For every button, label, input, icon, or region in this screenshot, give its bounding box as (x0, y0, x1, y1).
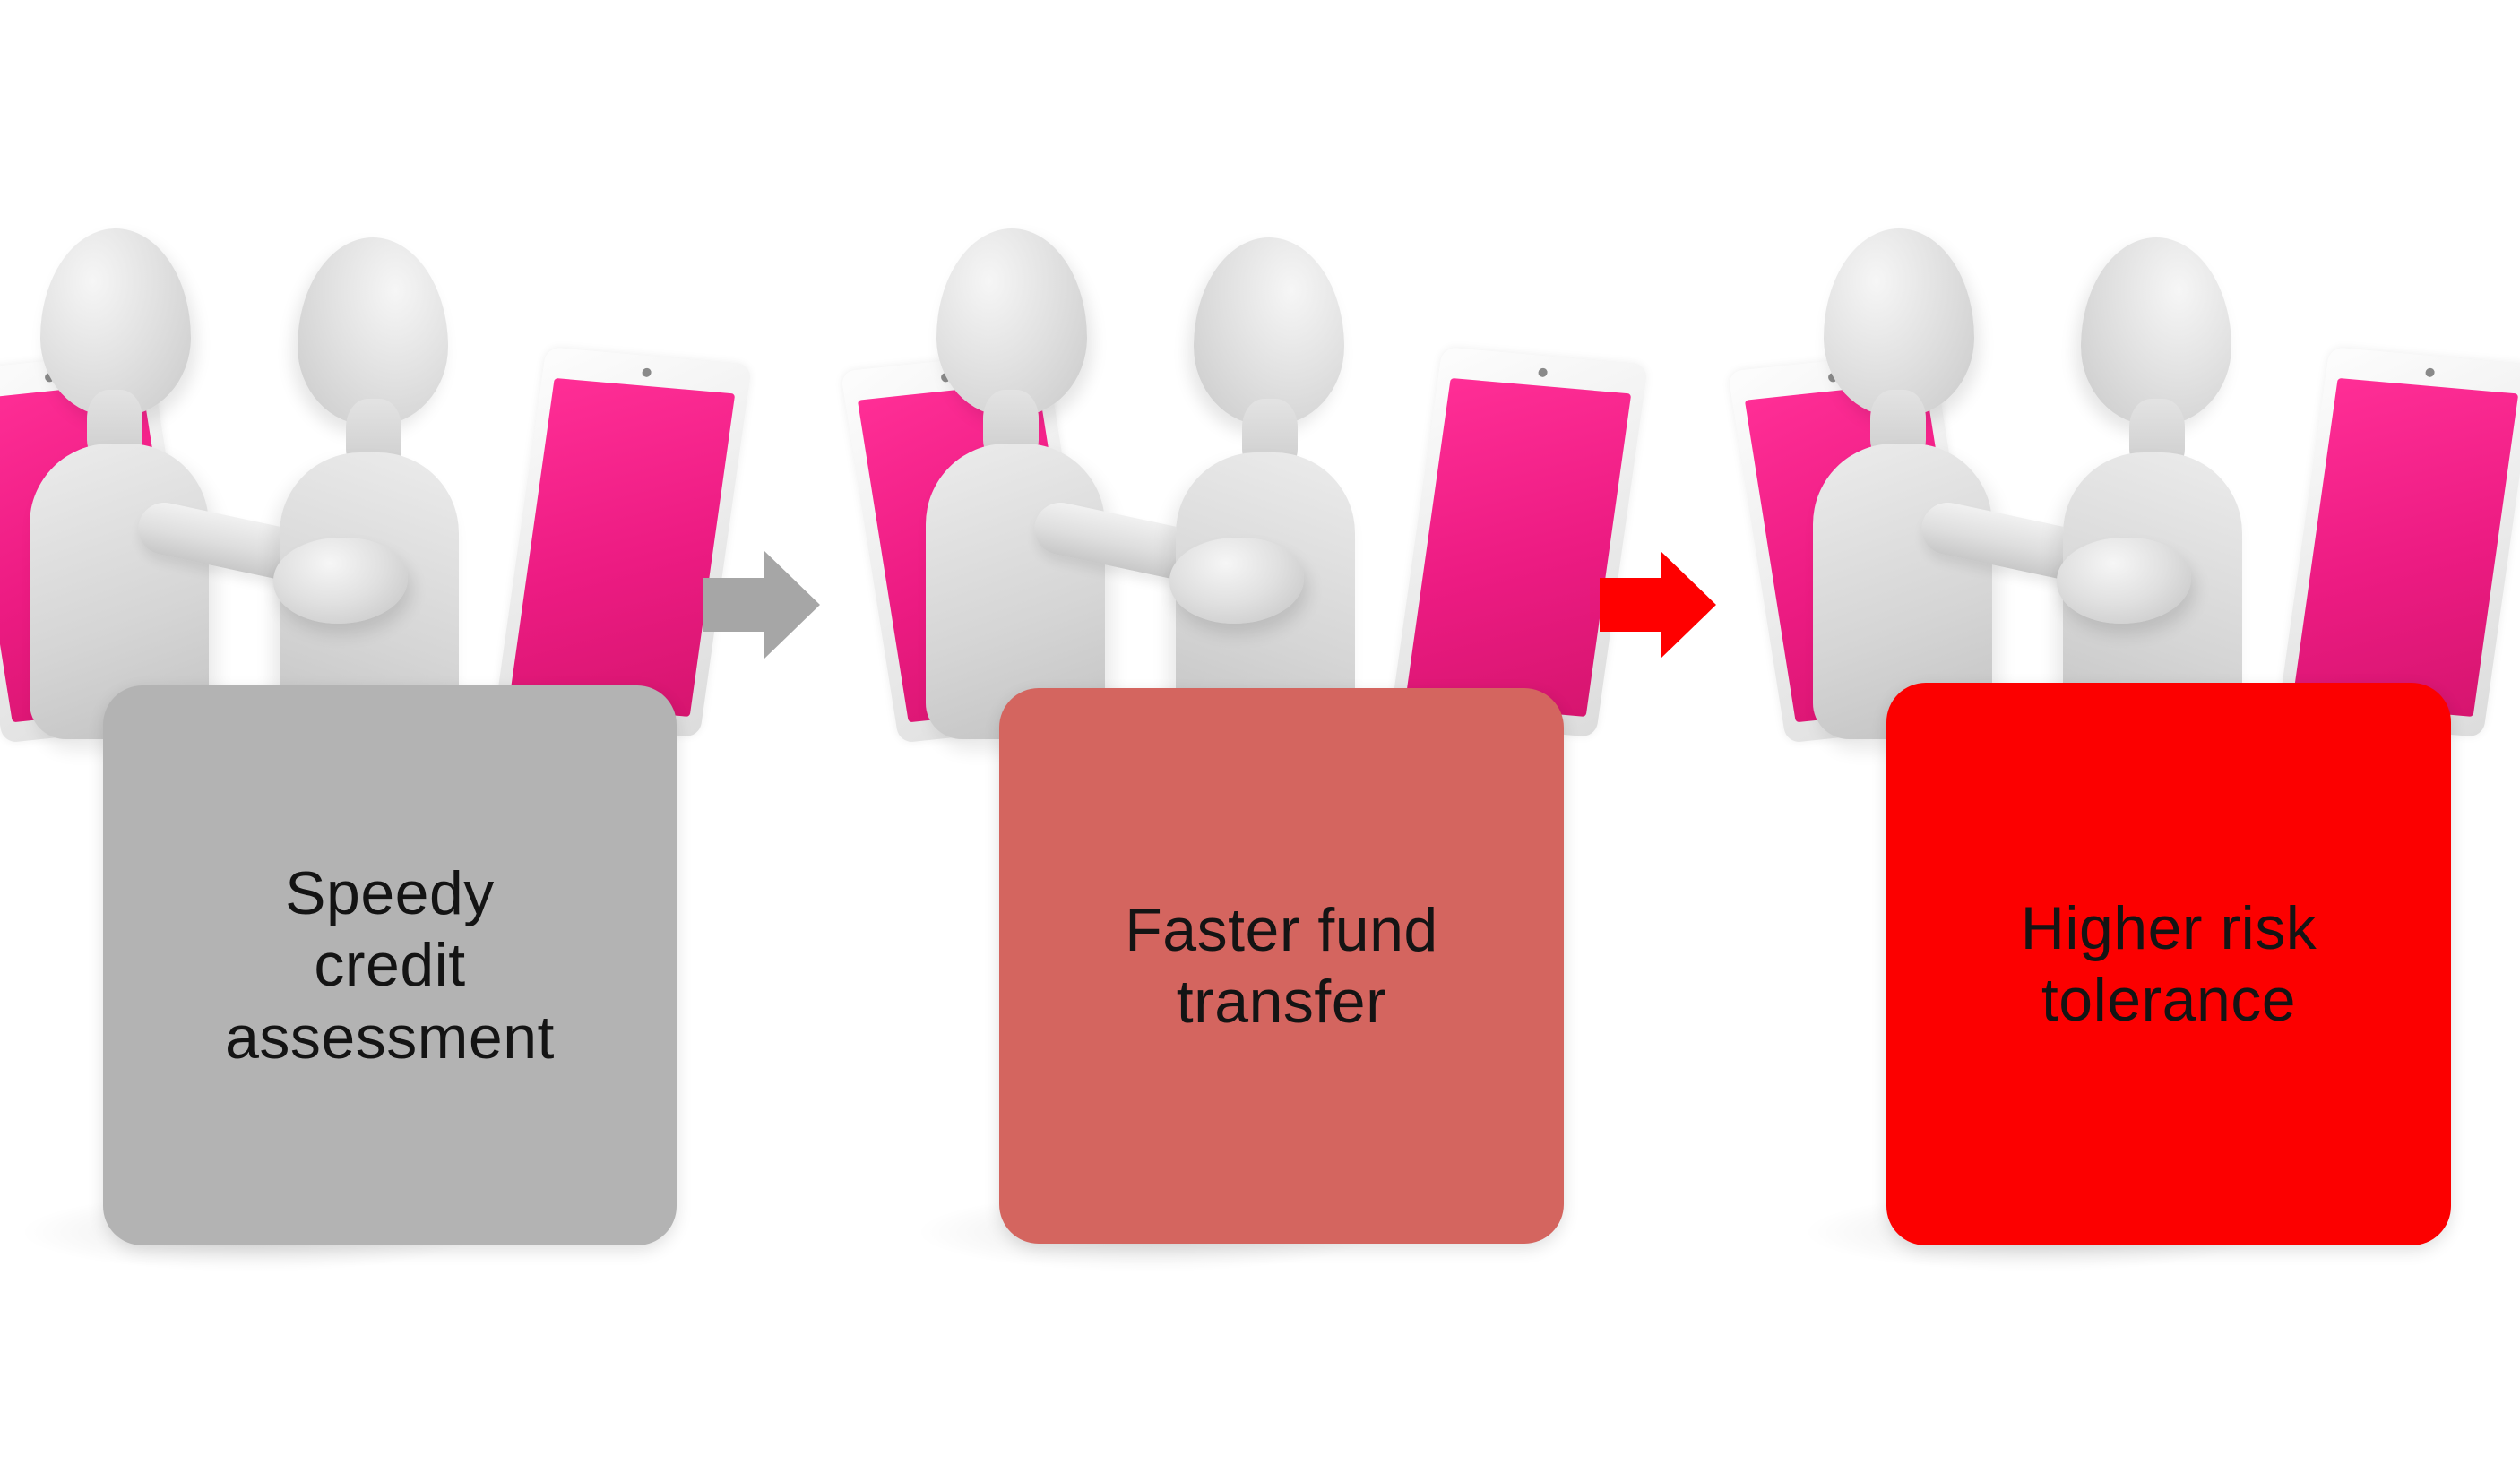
figure-head (298, 237, 448, 426)
process-step-3[interactable]: Higher risk tolerance (1727, 0, 2520, 1473)
step-3-caption-box[interactable]: Higher risk tolerance (1886, 683, 2451, 1245)
process-step-2[interactable]: Faster fund transfer (840, 0, 1667, 1473)
figure-head (40, 228, 191, 417)
tablet-device-right (2277, 347, 2520, 737)
step-1-caption-box[interactable]: Speedy credit assessment (103, 685, 677, 1245)
character-figure-right (1972, 237, 2267, 748)
step-3-label: Higher risk tolerance (2020, 893, 2317, 1034)
character-figure-right (1084, 237, 1380, 748)
handshake-hands (2057, 538, 2191, 624)
handshake-hands (273, 538, 408, 624)
connector-arrow-1 (703, 551, 820, 659)
step-2-caption-box[interactable]: Faster fund transfer (999, 688, 1564, 1244)
handshake-hands (1169, 538, 1304, 624)
connector-arrow-2 (1600, 551, 1716, 659)
character-figure-right (188, 237, 484, 748)
figure-head (2081, 237, 2231, 426)
figure-head (1824, 228, 1974, 417)
step-1-label: Speedy credit assessment (225, 859, 555, 1072)
step-2-label: Faster fund transfer (1125, 895, 1438, 1036)
figure-head (1194, 237, 1344, 426)
process-step-1[interactable]: Speedy credit assessment (0, 0, 771, 1473)
figure-head (936, 228, 1087, 417)
